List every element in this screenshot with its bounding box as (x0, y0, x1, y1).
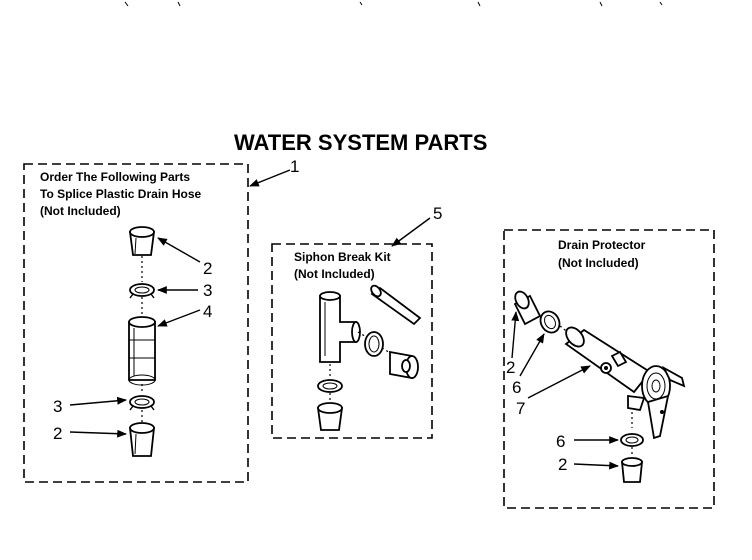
splice-item-2-bottom: 2 (53, 424, 62, 443)
drain-panel-line-1: Drain Protector (558, 238, 646, 252)
page-title: WATER SYSTEM PARTS (234, 130, 487, 155)
splice-item-3-top: 3 (203, 281, 212, 300)
splice-item-3-bottom: 3 (53, 397, 62, 416)
drain-panel-line-2: (Not Included) (558, 256, 639, 270)
coupling (128, 316, 156, 386)
siphon-clamp (317, 379, 343, 393)
siphon-connector (316, 402, 344, 431)
drain-item-7: 7 (516, 399, 525, 418)
splice-panel-line-2: To Splice Plastic Drain Hose (40, 187, 201, 201)
drain-item-6-top: 6 (512, 378, 521, 397)
siphon-panel-line-1: Siphon Break Kit (294, 250, 391, 264)
splice-item-4: 4 (203, 302, 212, 321)
drain-item-6-bottom: 6 (556, 432, 565, 451)
drain-connector-bottom (621, 457, 643, 483)
clamp-top (129, 283, 155, 299)
scan-artifacts (124, 1, 663, 7)
callout-1: 1 (290, 157, 299, 176)
splice-item-2-top: 2 (203, 259, 212, 278)
splice-panel-border (23, 163, 249, 483)
drain-panel-border (503, 229, 715, 509)
siphon-panel-border (271, 243, 433, 439)
drain-item-2-top: 2 (506, 358, 515, 377)
drain-item-2-bottom: 2 (558, 455, 567, 474)
hose-connector-bottom (128, 422, 156, 457)
splice-panel-line-3: (Not Included) (40, 204, 121, 218)
siphon-panel-line-2: (Not Included) (294, 267, 375, 281)
callout-5: 5 (433, 204, 442, 223)
siphon-tube (370, 284, 422, 326)
siphon-ring (364, 331, 384, 357)
splice-panel-line-1: Order The Following Parts (40, 170, 190, 184)
drain-ring-bottom (620, 433, 644, 447)
splice-panel: Order The Following Parts To Splice Plas… (23, 157, 299, 483)
drain-connector-left (513, 290, 542, 326)
siphon-cap (389, 350, 419, 380)
drain-ring-left (539, 310, 561, 334)
clamp-bottom (129, 395, 155, 411)
siphon-panel: Siphon Break Kit (Not Included) 5 (271, 204, 442, 439)
drain-protector-body (564, 326, 686, 440)
siphon-tee (319, 291, 361, 363)
drain-panel: Drain Protector (Not Included) (503, 229, 715, 509)
hose-connector-top (128, 226, 156, 256)
